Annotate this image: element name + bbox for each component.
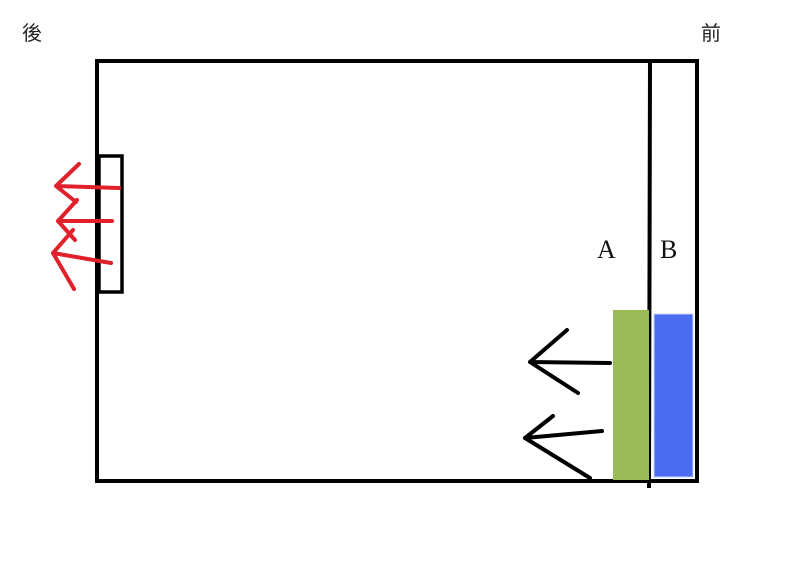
zone-b-label: B [660,235,677,264]
divider-line [647,60,652,489]
airflow-arrow-icon [528,328,612,395]
enclosure [95,59,699,489]
exhaust-arrow-icon [56,198,114,242]
exhaust-arrows [51,162,121,291]
zone-a-block [613,310,649,480]
exhaust-arrow-icon [54,162,121,204]
zone-b-block [653,313,694,478]
airflow-arrows [523,328,612,480]
back-label: 後 [22,21,42,45]
exhaust-arrow-icon [51,228,113,291]
airflow-arrow-icon [523,414,604,480]
zone-a-label: A [597,235,616,264]
rear-vent [97,154,124,294]
enclosure-outline [95,59,699,483]
front-label: 前 [701,21,721,45]
